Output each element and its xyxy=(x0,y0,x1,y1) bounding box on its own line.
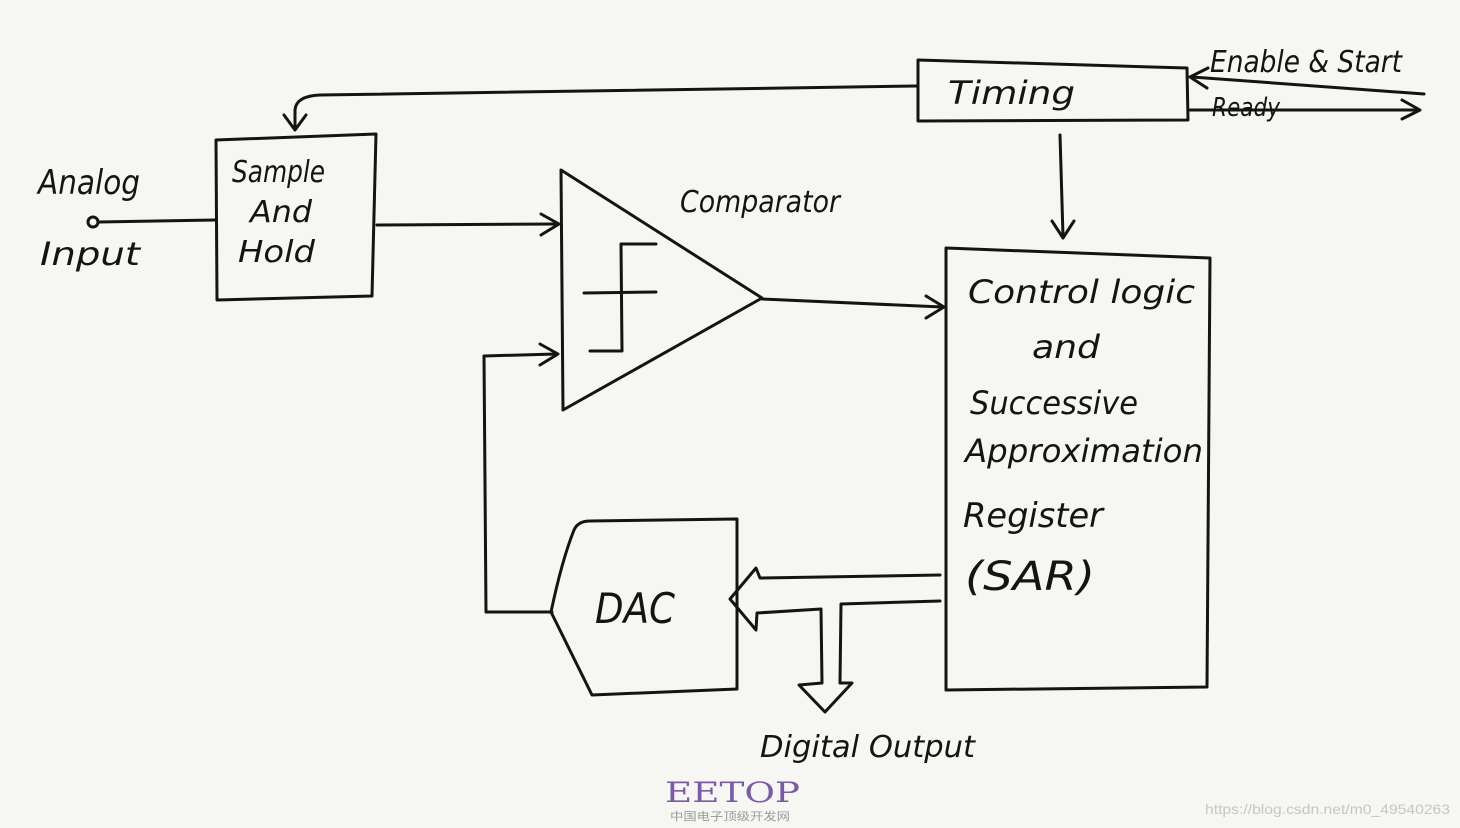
comparator-output-arrowhead xyxy=(924,294,946,320)
sample-hold-to-comparator-wire xyxy=(375,222,559,227)
digital-output-label: Digital Output xyxy=(760,730,976,765)
eetop-logo: EETOP xyxy=(665,776,800,809)
timing-box xyxy=(916,58,1190,123)
comparator-label: Comparator xyxy=(680,185,841,220)
timing-to-sar-arrowhead xyxy=(1050,219,1076,240)
ready-label: Ready xyxy=(1212,93,1281,123)
sample-hold-box xyxy=(214,132,378,302)
timing-to-sample-hold-arrowhead xyxy=(282,113,308,132)
hysteresis-symbol xyxy=(582,242,658,353)
analog-input-wire xyxy=(97,218,217,224)
enable-start-label: Enable & Start xyxy=(1210,45,1403,80)
eetop-logo-subtitle: 中国电子顶级开发网 xyxy=(670,809,790,823)
timing-label: Timing xyxy=(948,74,1075,112)
dac-block xyxy=(549,517,739,697)
source-url-watermark: https://blog.csdn.net/m0_49540263 xyxy=(1205,801,1450,817)
sar-label-line4: Approximation xyxy=(963,432,1203,470)
dac-feedback-wire xyxy=(482,352,558,614)
diagram-strokes xyxy=(86,58,1426,714)
comparator-output-wire xyxy=(760,297,944,309)
sar-label-line1: Control logic xyxy=(968,273,1195,311)
digital-bus-arrow xyxy=(728,566,942,714)
comparator-triangle xyxy=(559,168,764,412)
sample-hold-to-comparator-arrowhead xyxy=(539,212,561,237)
ready-arrowhead xyxy=(1400,98,1422,121)
timing-to-sample-hold-wire xyxy=(293,84,919,129)
sar-label-line3: Successive xyxy=(970,384,1138,422)
sar-label-line5: Register xyxy=(963,496,1105,536)
analog-input-label-line1: Analog xyxy=(36,163,140,203)
enable-start-wire xyxy=(1190,75,1426,96)
analog-input-label-line2: Input xyxy=(40,235,142,273)
dac-feedback-arrowhead xyxy=(538,342,560,367)
dac-label: DAC xyxy=(595,584,676,633)
timing-to-sar-wire xyxy=(1058,133,1065,238)
sample-hold-label-line2: And xyxy=(248,195,313,230)
enable-start-arrowhead xyxy=(1188,66,1210,90)
sar-box xyxy=(944,246,1212,692)
sar-label-line2: and xyxy=(1032,328,1101,366)
sample-hold-label-line3: Hold xyxy=(238,235,316,270)
sample-hold-label-line1: Sample xyxy=(232,155,325,190)
sar-label-line6: (SAR) xyxy=(965,554,1095,600)
